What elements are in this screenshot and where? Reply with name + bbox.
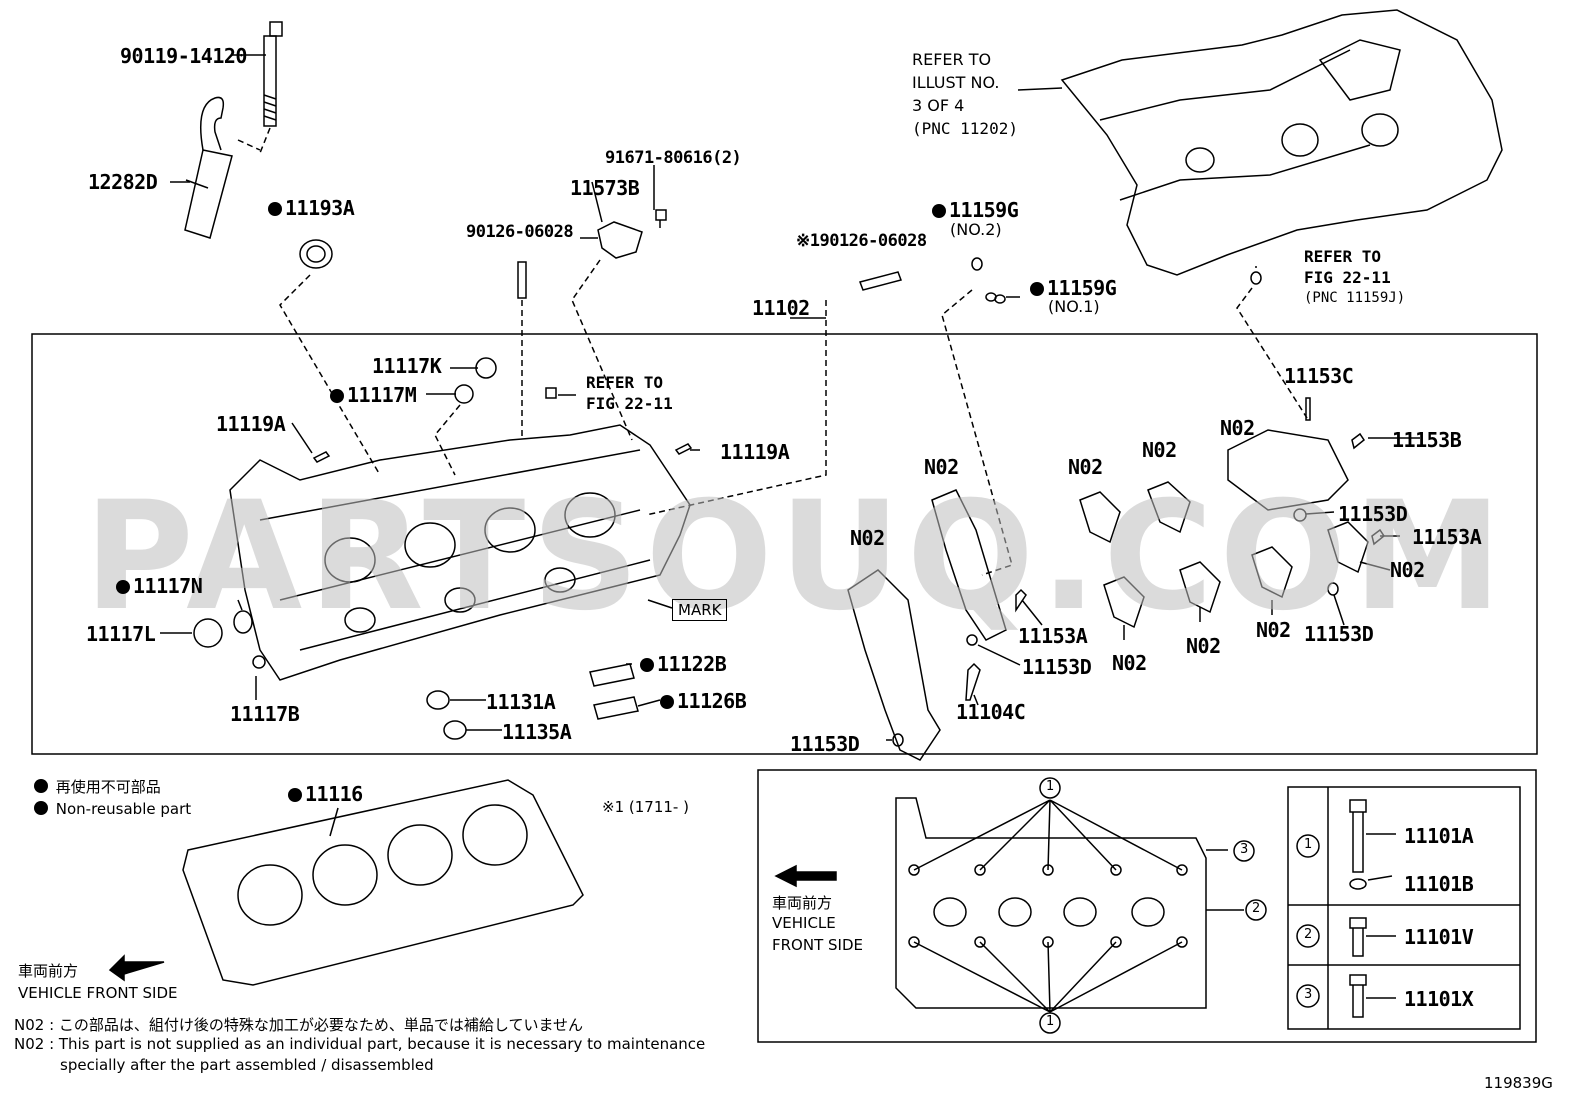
label-11117L: 11117L (86, 622, 156, 646)
label-11101V: 11101V (1404, 925, 1474, 949)
label-11159G-no2: 11159G (932, 198, 1019, 222)
label-11116: 11116 (288, 782, 363, 806)
label-11153D-4: 11153D (790, 732, 860, 756)
label-n02: N02 (1256, 618, 1291, 642)
label-11153D-3: 11153D (1304, 622, 1374, 646)
non-reusable-dot-icon (660, 695, 674, 709)
legend-nonreusable-jp: 再使用不可部品 (34, 776, 161, 797)
label-11153D-1: 11153D (1338, 502, 1408, 526)
table-row-num-3: 3 (1304, 987, 1313, 1002)
label-11131A: 11131A (486, 690, 556, 714)
label-11122B: 11122B (640, 652, 727, 676)
bolt-sequence-frame (757, 769, 1537, 1043)
label-11117N: 11117N (116, 574, 203, 598)
table-row-num-1: 1 (1304, 837, 1313, 852)
head-top-view-drawing (895, 797, 1244, 1013)
callout-circle-1-bottom (1039, 1012, 1061, 1034)
n02-cap-center (931, 489, 1007, 641)
label-n02: N02 (1112, 651, 1147, 675)
label-11117K: 11117K (372, 354, 442, 378)
label-11153A-2: 11153A (1018, 624, 1088, 648)
footer-note-en-2: specially after the part assembled / dis… (60, 1056, 434, 1074)
label-n02: N02 (1186, 634, 1221, 658)
label-11101X: 11101X (1404, 987, 1474, 1011)
table-row-num-2: 2 (1304, 927, 1313, 942)
footnote-1: ※1 (1711- ) (602, 798, 689, 816)
label-91671-80616: 91671-80616(2) (605, 148, 742, 168)
callout-circle-1-top (1039, 777, 1061, 799)
label-n02: N02 (1220, 416, 1255, 440)
callout-circle-2 (1245, 899, 1267, 921)
label-11193A: 11193A (268, 196, 355, 220)
non-reusable-dot-icon (640, 658, 654, 672)
label-11101B: 11101B (1404, 872, 1474, 896)
label-11104C: 11104C (956, 700, 1026, 724)
cam-housing-drawing (1060, 9, 1503, 276)
legend-nonreusable-en: Non-reusable part (34, 800, 191, 818)
non-reusable-dot-icon (268, 202, 282, 216)
label-11126B: 11126B (660, 689, 747, 713)
label-n02: N02 (1142, 438, 1177, 462)
label-12282D: 12282D (88, 170, 158, 194)
mark-label: MARK (672, 599, 728, 621)
callout-3: 3 (1240, 842, 1249, 857)
main-assembly-frame (31, 333, 1538, 755)
non-reusable-dot-icon (34, 779, 48, 793)
head-gasket-drawing (182, 779, 584, 986)
label-11159G-no1-sub: (NO.1) (1048, 297, 1100, 316)
label-90119-14120: 90119-14120 (120, 44, 247, 68)
label-n02: N02 (1390, 558, 1425, 582)
n02-cap-long (847, 569, 941, 761)
label-190126-06028: ※190126-06028 (796, 231, 927, 251)
front-jp-left: 車両前方 (18, 962, 79, 980)
non-reusable-dot-icon (932, 204, 946, 218)
label-11119A-left: 11119A (216, 412, 286, 436)
label-11153C: 11153C (1284, 364, 1354, 388)
label-11153B: 11153B (1392, 428, 1462, 452)
label-n02: N02 (924, 455, 959, 479)
label-11159G-no1: 11159G (1030, 276, 1117, 300)
figure-id: 119839G (1484, 1074, 1553, 1092)
label-11117B: 11117B (230, 702, 300, 726)
footer-note-en-1: N02 : This part is not supplied as an in… (14, 1035, 706, 1053)
label-n02: N02 (850, 526, 885, 550)
non-reusable-dot-icon (116, 580, 130, 594)
label-90126-06028: 90126-06028 (466, 222, 574, 242)
callout-1-top: 1 (1046, 779, 1055, 794)
front-jp-right: 車両前方 (772, 894, 833, 912)
callout-2: 2 (1252, 901, 1261, 916)
label-11119A-right: 11119A (720, 440, 790, 464)
callout-circle-3 (1233, 840, 1255, 862)
label-11159G-no2-sub: (NO.2) (950, 220, 1002, 239)
label-11101A: 11101A (1404, 824, 1474, 848)
hook-12282D-drawing (184, 96, 233, 239)
label-11573B: 11573B (570, 176, 640, 200)
front-en-right-1: VEHICLE (772, 914, 836, 932)
label-11117M: 11117M (330, 383, 417, 407)
bolt-90119-drawing (263, 21, 283, 127)
non-reusable-dot-icon (330, 389, 344, 403)
label-11102: 11102 (752, 296, 810, 320)
label-11153D-2: 11153D (1022, 655, 1092, 679)
label-11135A: 11135A (502, 720, 572, 744)
callout-1-bottom: 1 (1046, 1014, 1055, 1029)
cylinder-head-drawing (229, 424, 691, 681)
footer-note-jp: N02 : この部品は、組付け後の特殊な加工が必要なため、単品では補給していませ… (14, 1016, 584, 1034)
label-11153A-1: 11153A (1412, 525, 1482, 549)
non-reusable-dot-icon (34, 801, 48, 815)
front-en-left: VEHICLE FRONT SIDE (18, 984, 178, 1002)
front-en-right-2: FRONT SIDE (772, 936, 863, 954)
non-reusable-dot-icon (288, 788, 302, 802)
non-reusable-dot-icon (1030, 282, 1044, 296)
label-n02: N02 (1068, 455, 1103, 479)
